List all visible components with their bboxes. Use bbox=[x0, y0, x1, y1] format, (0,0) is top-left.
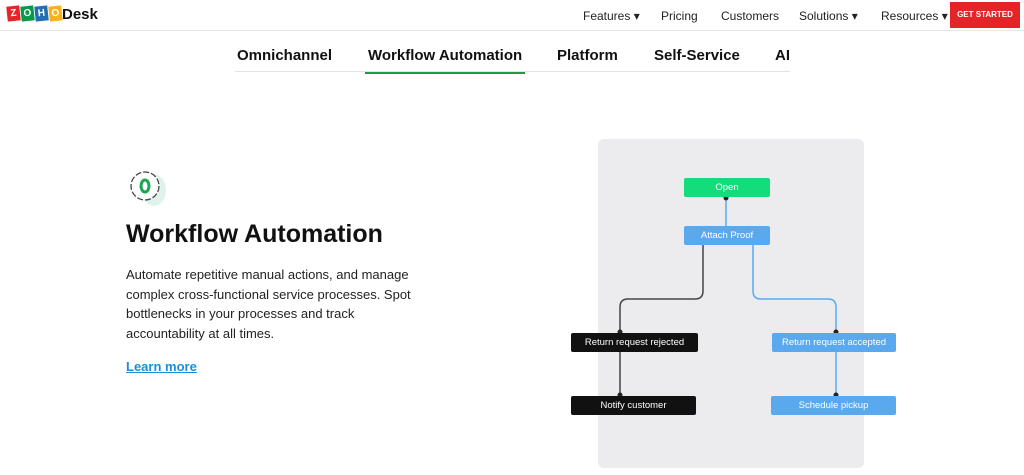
node-open: Open bbox=[684, 178, 770, 197]
nav-solutions[interactable]: Solutions ▾ bbox=[799, 9, 858, 23]
tab-platform[interactable]: Platform bbox=[557, 47, 618, 64]
feature-tabs: Omnichannel Workflow Automation Platform… bbox=[235, 40, 790, 74]
nav-resources[interactable]: Resources ▾ bbox=[881, 9, 948, 23]
nav-pricing[interactable]: Pricing bbox=[661, 9, 698, 23]
gear-icon bbox=[130, 171, 166, 206]
tab-ai[interactable]: AI bbox=[775, 47, 790, 64]
node-notify-customer: Notify customer bbox=[571, 396, 696, 415]
product-name[interactable]: Desk bbox=[62, 6, 98, 23]
tab-omnichannel[interactable]: Omnichannel bbox=[237, 47, 333, 64]
get-started-button[interactable]: GET STARTED bbox=[950, 2, 1020, 28]
learn-more-link[interactable]: Learn more bbox=[126, 359, 197, 374]
tab-workflow-automation[interactable]: Workflow Automation bbox=[365, 47, 526, 74]
node-return-rejected: Return request rejected bbox=[571, 333, 698, 352]
section-title: Workflow Automation bbox=[126, 220, 383, 248]
nav-features[interactable]: Features ▾ bbox=[583, 9, 640, 23]
node-attach-proof: Attach Proof bbox=[684, 226, 770, 245]
section-description: Automate repetitive manual actions, and … bbox=[126, 267, 411, 341]
workflow-diagram: Open Attach Proof Return request rejecte… bbox=[571, 139, 896, 468]
node-schedule-pickup: Schedule pickup bbox=[771, 396, 896, 415]
nav-customers[interactable]: Customers bbox=[721, 9, 780, 23]
node-return-accepted: Return request accepted bbox=[772, 333, 896, 352]
tab-self-service[interactable]: Self-Service bbox=[654, 47, 740, 64]
